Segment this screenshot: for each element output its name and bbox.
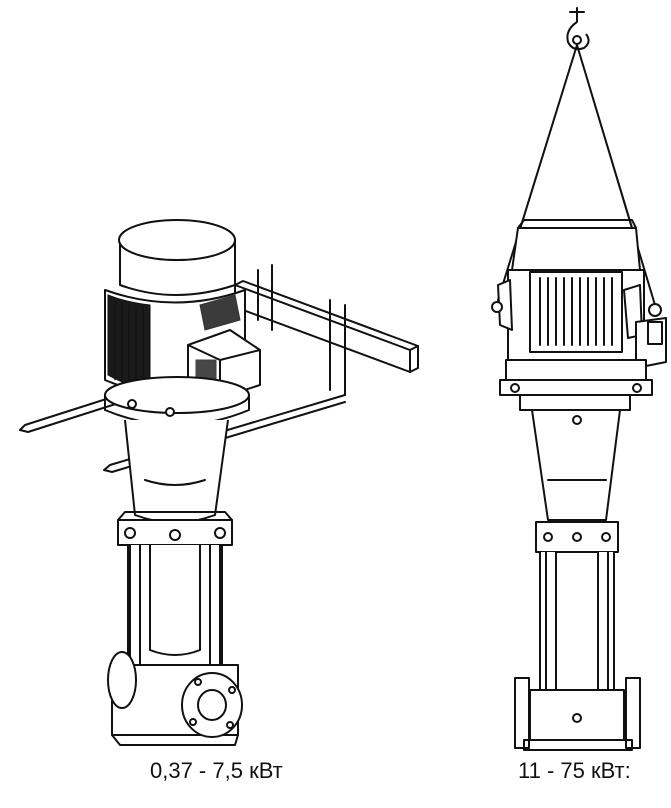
caption-small-pump: 0,37 - 7,5 кВт (150, 758, 283, 783)
motor-flange (104, 376, 250, 426)
pump-base (107, 651, 243, 746)
motor-cap (118, 219, 236, 296)
small-pump-drawing (19, 219, 419, 746)
large-motor-body (491, 269, 645, 361)
coupling-housing (124, 419, 229, 524)
pump-head (117, 511, 233, 546)
lifting-slings (497, 44, 656, 306)
pump-stack (127, 544, 223, 666)
large-coupling-housing (531, 409, 621, 521)
large-pump-stack (539, 551, 615, 691)
large-pump-drawing (491, 7, 667, 751)
large-terminal-box (635, 303, 667, 369)
large-motor-cap (511, 219, 641, 271)
large-pump-base (514, 677, 641, 751)
crane-hook-icon (566, 7, 590, 51)
large-motor-frame (499, 359, 653, 411)
caption-large-pump: 11 - 75 кВт: (518, 758, 631, 783)
large-pump-head (535, 521, 619, 553)
